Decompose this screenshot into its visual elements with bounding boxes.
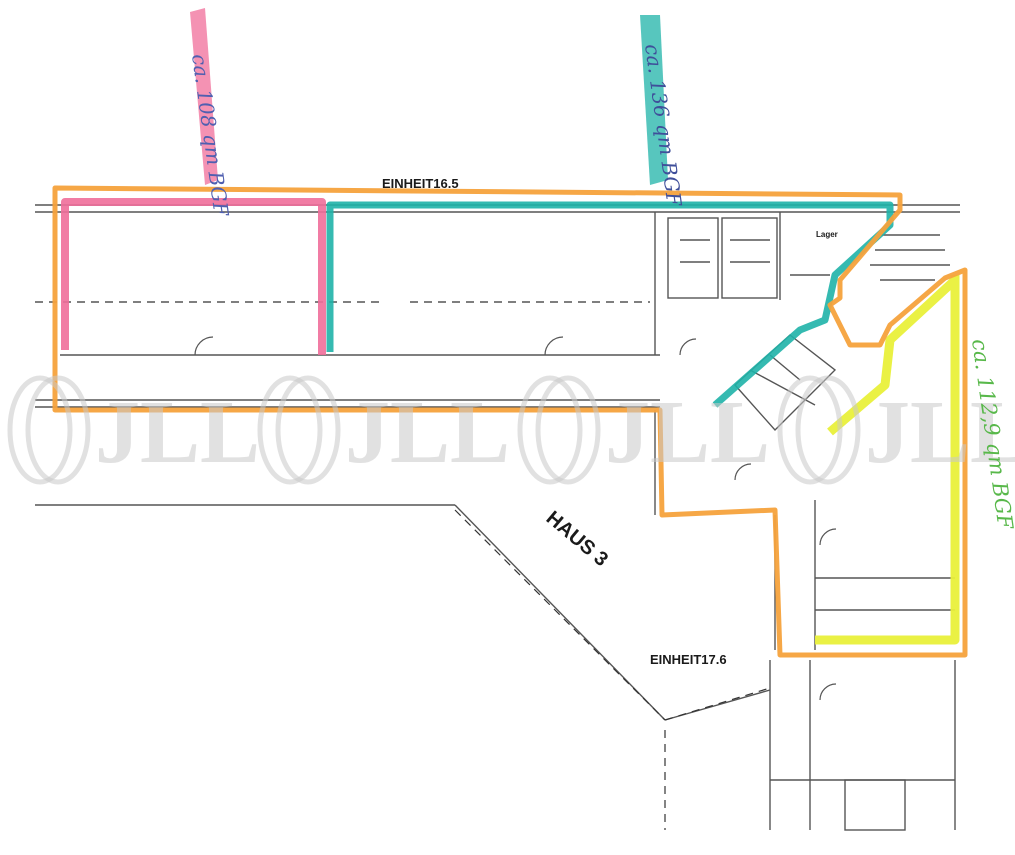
unit-top-label: EINHEIT16.5	[382, 176, 459, 191]
watermark-text-3: JLL	[605, 383, 770, 482]
watermark-text-1: JLL	[95, 383, 260, 482]
watermark-text-4: JLL	[865, 383, 1015, 482]
teal-area-outline	[326, 201, 894, 408]
pink-area-outline	[61, 198, 326, 355]
dashed-lines	[35, 301, 771, 830]
orange-unit-outline	[52, 185, 968, 658]
storage-room-label: Lager	[816, 230, 838, 239]
pink-marker-stroke	[190, 8, 218, 185]
teal-marker-stroke	[640, 15, 668, 185]
building-label: HAUS 3	[542, 507, 612, 571]
door-swings	[194, 336, 837, 701]
watermark: JLL JLL JLL JLL	[7, 375, 1015, 485]
watermark-text-2: JLL	[345, 383, 510, 482]
pink-area-annotation: ca. 108 qm BGF	[187, 52, 234, 218]
unit-bottom-label: EINHEIT17.6	[650, 652, 727, 667]
plan-walls	[35, 204, 960, 831]
